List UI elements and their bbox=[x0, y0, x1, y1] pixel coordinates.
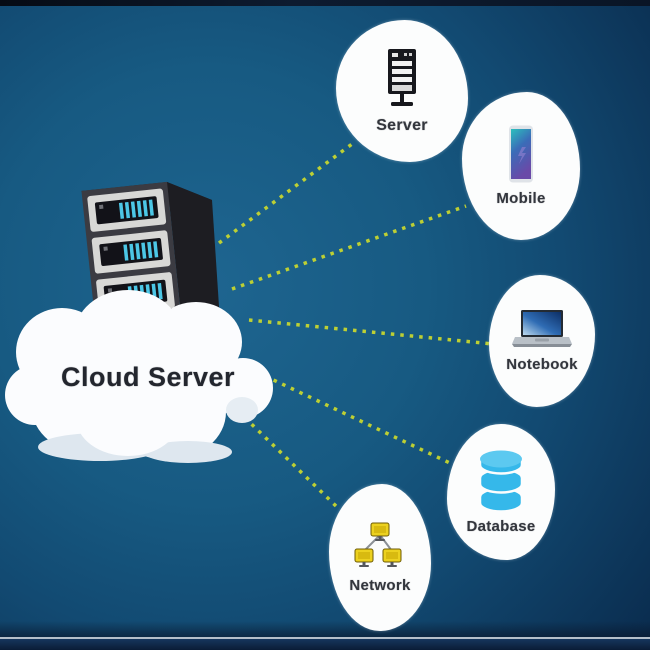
top-border-band bbox=[0, 0, 650, 6]
connector-lines bbox=[217, 142, 494, 508]
node-network: Network bbox=[329, 484, 431, 631]
connector-cloud-to-database bbox=[264, 374, 453, 466]
smartphone-icon bbox=[509, 125, 533, 183]
connector-cloud-to-server bbox=[217, 142, 354, 245]
bottom-divider-line bbox=[0, 637, 650, 639]
network-nodes-icon bbox=[354, 522, 402, 567]
connector-cloud-to-mobile bbox=[231, 204, 467, 291]
database-icon bbox=[478, 449, 524, 511]
node-database-label: Database bbox=[466, 518, 536, 535]
bottom-shade bbox=[0, 621, 650, 637]
connector-cloud-to-network bbox=[236, 409, 338, 508]
node-notebook-label: Notebook bbox=[506, 356, 578, 373]
hub-label: Cloud Server bbox=[60, 362, 236, 392]
node-server-label: Server bbox=[376, 116, 428, 134]
server-tower-icon bbox=[388, 48, 416, 106]
cloud-icon bbox=[5, 290, 273, 463]
node-server: Server bbox=[336, 20, 468, 162]
node-mobile: Mobile bbox=[462, 92, 580, 240]
node-network-label: Network bbox=[349, 576, 411, 594]
node-database: Database bbox=[447, 424, 555, 560]
node-notebook: Notebook bbox=[489, 275, 595, 407]
laptop-icon bbox=[512, 310, 572, 347]
node-mobile-label: Mobile bbox=[496, 190, 546, 207]
bottom-border-band bbox=[0, 639, 650, 650]
connector-cloud-to-notebook bbox=[248, 318, 494, 346]
